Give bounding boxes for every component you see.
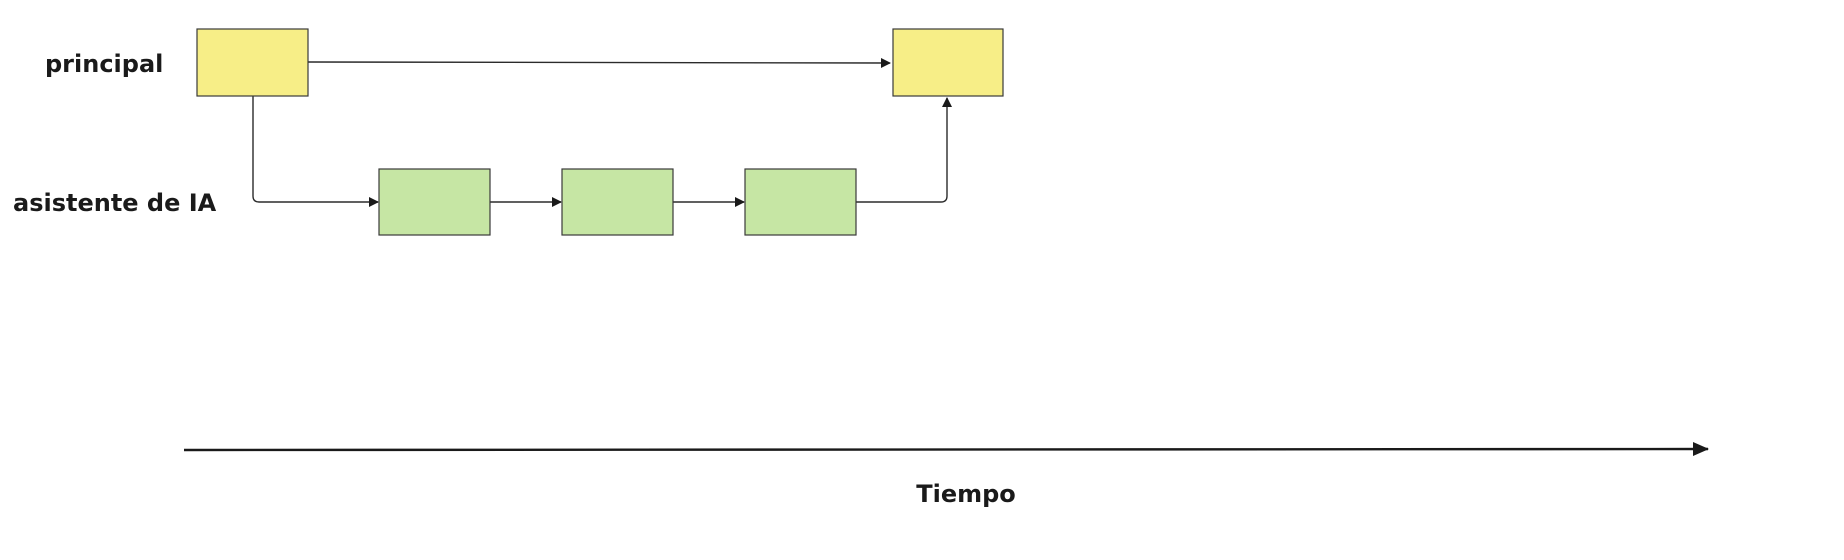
asistente-block-1 <box>378 168 491 236</box>
connector-assistant-to-main <box>856 97 952 203</box>
connector-main-to-main <box>307 57 891 68</box>
time-axis-label: Tiempo <box>916 480 1016 508</box>
asistente-block-2 <box>561 168 674 236</box>
asistente-block-3 <box>744 168 857 236</box>
time-axis-arrow <box>183 442 1709 457</box>
principal-block-end <box>892 28 1004 97</box>
connector-main-to-assistant <box>252 96 379 207</box>
lane-label-principal: principal <box>45 50 163 78</box>
principal-block-start <box>196 28 309 97</box>
lane-label-asistente: asistente de IA <box>13 189 217 217</box>
